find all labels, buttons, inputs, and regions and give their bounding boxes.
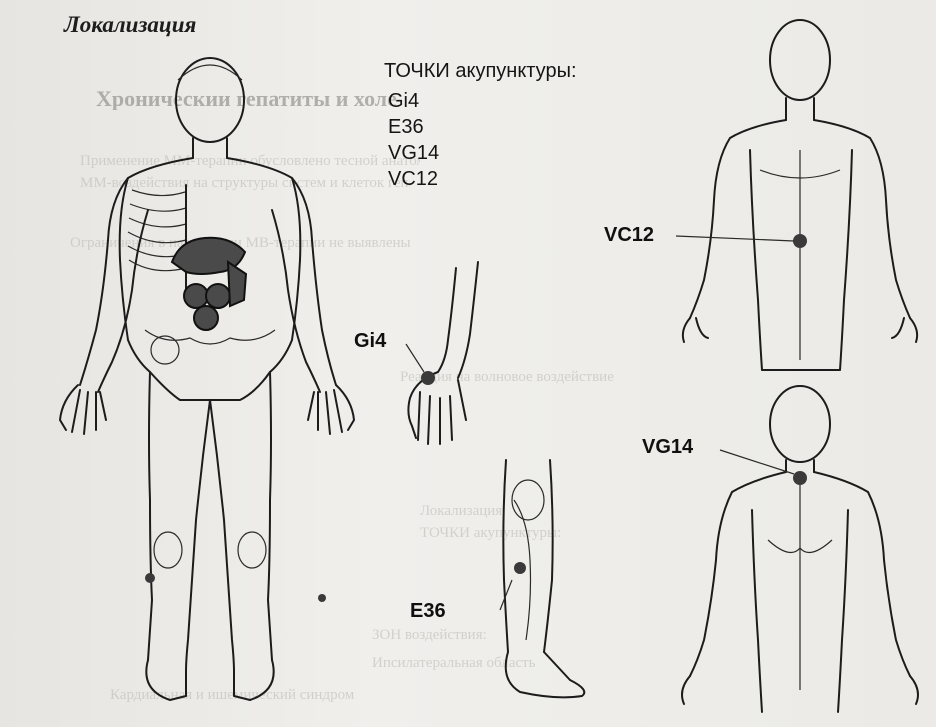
front-torso-figure [676, 20, 917, 370]
point-item: VC12 [388, 166, 577, 192]
gi4-label: Gi4 [354, 330, 386, 353]
hand-figure [406, 262, 478, 444]
back-torso-figure [682, 386, 918, 712]
vg14-label: VG14 [642, 436, 693, 459]
points-heading: ТОЧКИ акупунктуры: [384, 60, 577, 83]
acupuncture-points-list: ТОЧКИ акупунктуры: Gi4 E36 VG14 VC12 [384, 60, 577, 192]
point-item: VG14 [388, 140, 577, 166]
leg-figure [500, 460, 584, 697]
vc12-label: VC12 [604, 224, 654, 247]
section-title: Локализация [64, 12, 196, 38]
point-item: Gi4 [388, 88, 577, 114]
e36-label: E36 [410, 600, 446, 623]
point-item: E36 [388, 114, 577, 140]
front-body-figure [60, 58, 354, 700]
